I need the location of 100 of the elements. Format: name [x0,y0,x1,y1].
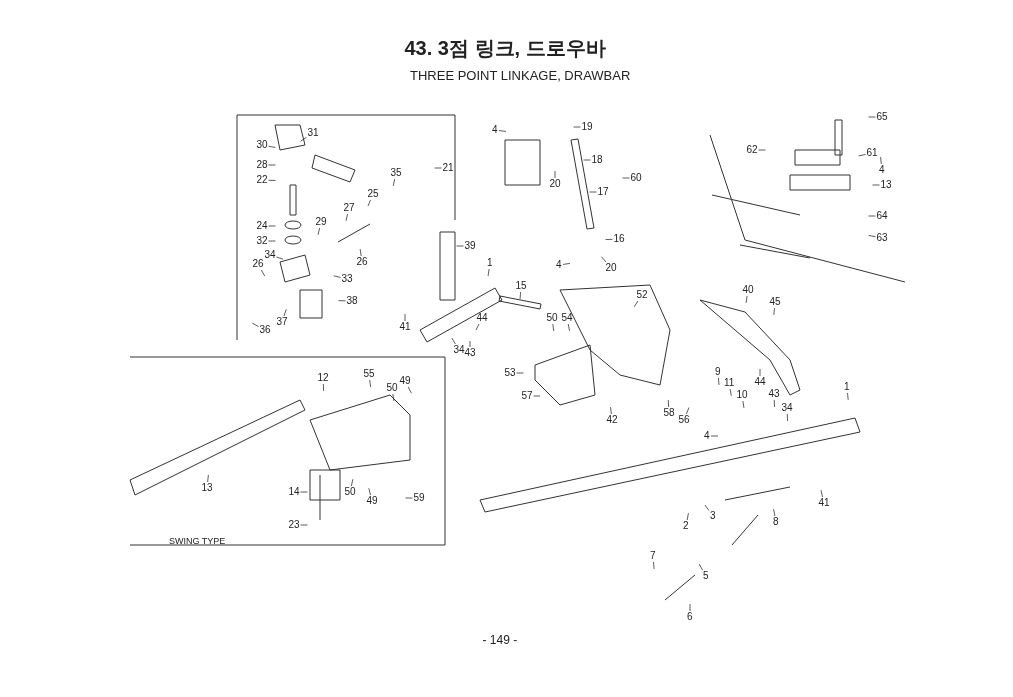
callout-number: 26 [252,259,264,269]
callout-number: 40 [742,285,754,295]
callout-number: 60 [630,173,642,183]
leader-line [260,269,266,277]
callout-number: 58 [663,408,675,418]
leader-line [475,323,480,331]
callout-number: 3 [710,511,716,521]
leader-line [573,126,581,128]
panel-caption: SWING TYPE [169,536,226,546]
leader-line [434,167,442,169]
callout-number: 44 [754,377,766,387]
leader-line [773,307,775,316]
callout-number: 32 [256,236,268,246]
leader-line [404,313,406,322]
callout-number: 19 [581,122,593,132]
leader-line [704,504,710,511]
leader-line [786,413,788,422]
callout-number: 6 [687,612,693,622]
leader-line [369,379,371,388]
callout-number: 53 [504,368,516,378]
leader-line [268,164,276,166]
leader-line [407,386,412,394]
leader-line [868,235,876,238]
leader-line [745,295,748,304]
leader-line [276,256,284,260]
callout-number: 52 [636,290,648,300]
leader-line [601,256,607,263]
leader-line [283,308,287,317]
leader-line [533,395,541,397]
leader-line [350,478,354,487]
callout-number: 43 [768,389,780,399]
callout-number: 4 [556,260,562,270]
leader-line [519,291,521,300]
callout-number: 65 [876,112,888,122]
leader-line [317,227,320,236]
leader-line [268,240,276,242]
callout-number: 57 [521,391,533,401]
callout-number: 5 [703,571,709,581]
leader-line [300,491,308,493]
leader-line [667,399,670,408]
leader-line [322,383,324,392]
callout-number: 37 [276,317,288,327]
callout-number: 20 [605,263,617,273]
leader-line [698,563,703,571]
leader-line [405,497,413,499]
callout-number: 4 [492,125,498,135]
callout-number: 27 [343,203,355,213]
leader-line [251,322,259,327]
leader-line [589,191,597,193]
callout-number: 38 [346,296,358,306]
leader-line [345,213,348,222]
callout-number: 33 [341,274,353,284]
callout-number: 43 [464,348,476,358]
leader-line [622,177,630,179]
callout-number: 4 [879,165,885,175]
callout-number: 34 [781,403,793,413]
leader-line [268,179,276,181]
callout-number: 20 [549,179,561,189]
callout-number: 45 [769,297,781,307]
leader-line [552,323,555,332]
leader-line [686,512,689,521]
leader-line [773,508,776,517]
callout-number: 39 [464,241,476,251]
callout-number: 34 [264,250,276,260]
leader-line [686,407,690,415]
leader-line [469,340,471,348]
leader-line [759,368,761,377]
leader-line [368,487,371,496]
callout-number: 17 [597,187,609,197]
leader-line [605,238,613,240]
callout-number: 44 [476,313,488,323]
leader-line [773,399,775,408]
leader-line [858,154,866,157]
callout-number: 30 [256,140,268,150]
callout-number: 12 [317,373,329,383]
leader-line [516,372,524,374]
leader-line [456,245,464,247]
callout-number: 21 [442,163,454,173]
leader-line [710,435,719,437]
callout-number: 2 [683,521,689,531]
leader-line [300,136,307,142]
callout-number: 56 [678,415,690,425]
leader-line [653,561,655,570]
page-number: - 149 - [482,634,518,646]
callout-number: 64 [876,211,888,221]
leader-line [583,159,591,161]
leader-line [562,263,571,265]
callout-number: 50 [344,487,356,497]
callout-number: 16 [613,234,625,244]
callout-number: 62 [746,145,758,155]
callout-number: 50 [386,383,398,393]
leader-line [268,145,276,148]
leader-line [333,275,341,278]
leader-line [868,116,876,118]
callout-number: 22 [256,175,268,185]
callout-number: 59 [413,493,425,503]
leader-line [554,170,556,179]
callout-number: 49 [399,376,411,386]
leader-line [451,337,456,345]
callout-number: 34 [453,345,465,355]
